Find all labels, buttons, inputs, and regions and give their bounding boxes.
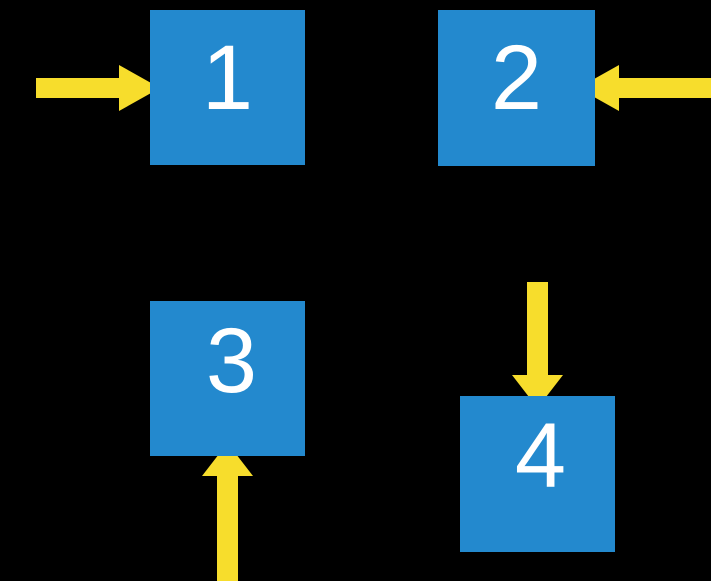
arrow-into-node-1 [36,65,160,111]
arrow-up-shape [202,443,253,581]
arrow-down-shape [512,282,563,408]
node-label-4: 4 [514,405,567,507]
arrow-into-node-4 [512,282,563,408]
arrow-right-shape [36,65,160,111]
node-box-3[interactable]: 3 [150,301,305,456]
node-box-4[interactable]: 4 [460,396,615,552]
node-label-1: 1 [201,27,254,129]
node-box-1[interactable]: 1 [150,10,305,165]
node-label-2: 2 [490,27,543,129]
arrow-left-shape [578,65,711,111]
arrow-into-node-3 [202,443,253,581]
node-box-2[interactable]: 2 [438,10,595,166]
arrow-into-node-2 [578,65,711,111]
node-label-3: 3 [205,310,258,412]
